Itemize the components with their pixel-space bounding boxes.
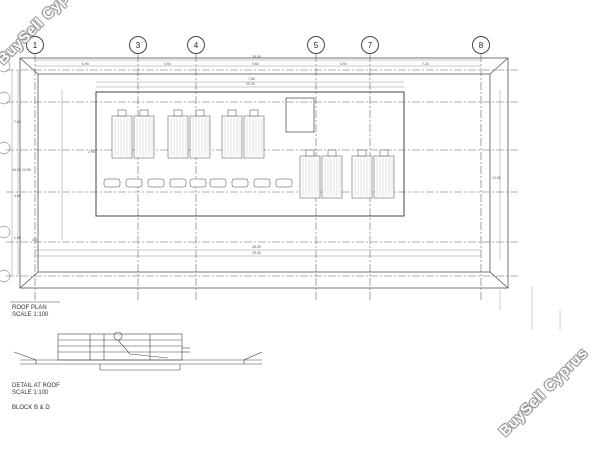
- dim-top-seg-1: 6.90: [82, 62, 89, 66]
- dim-top-seg-4: 6.90: [340, 62, 347, 66]
- dim-top-seg-3: 9.60: [252, 62, 259, 66]
- grid-bubble-1: 1: [26, 36, 44, 54]
- detail-title: DETAIL AT ROOF: [12, 383, 60, 389]
- dim-inner-top2: 7.80: [248, 77, 255, 81]
- dim-top-seg-2: 6.90: [164, 62, 171, 66]
- grid-bubble-5: 5: [307, 36, 325, 54]
- solar-panel-pair-2: [167, 109, 211, 159]
- grid-bubble-3: 3: [129, 36, 147, 54]
- grid-bubble-8: 8: [472, 36, 490, 54]
- dim-left-5: 1.80: [14, 236, 21, 240]
- solar-panel-pair-3: [221, 109, 265, 159]
- dim-left-3: 4.80: [14, 194, 21, 198]
- ac-units-row: [103, 178, 293, 188]
- block-label: BLOCK B & D: [12, 405, 50, 411]
- dim-left-4: 7.00: [14, 120, 21, 124]
- grid-bubble-4: 4: [187, 36, 205, 54]
- dim-bottom-2: 29.40: [252, 251, 261, 255]
- dim-left-6: 3.5: [32, 238, 37, 242]
- grid-bubble-7: 7: [361, 36, 379, 54]
- dim-inner-top: 20.04: [246, 82, 255, 86]
- dim-left-1: 16.00: [12, 168, 21, 172]
- parapet-outer: [19, 57, 509, 289]
- dim-top-seg-5: 7.20: [422, 62, 429, 66]
- dim-bottom-1: 28.00: [252, 245, 261, 249]
- detail-scale: SCALE 1:100: [12, 390, 49, 396]
- dim-left-2: 12.60: [22, 168, 31, 172]
- roof-hatch-box: [285, 97, 315, 133]
- roof-slab: [95, 91, 405, 217]
- parapet-inner: [37, 73, 491, 273]
- dim-right-1: 12.60: [492, 176, 501, 180]
- dim-mid-left: 2.90: [88, 150, 95, 154]
- roof-plan-scale: SCALE 1:100: [12, 312, 49, 318]
- dim-top-overall: 28.00: [252, 55, 261, 59]
- solar-panel-pair-1: [111, 109, 155, 159]
- roof-plan-title: ROOF PLAN: [12, 305, 47, 311]
- roof-detail-section: [13, 331, 263, 371]
- solar-panel-pair-4: [299, 149, 343, 199]
- solar-panel-pair-5: [351, 149, 395, 199]
